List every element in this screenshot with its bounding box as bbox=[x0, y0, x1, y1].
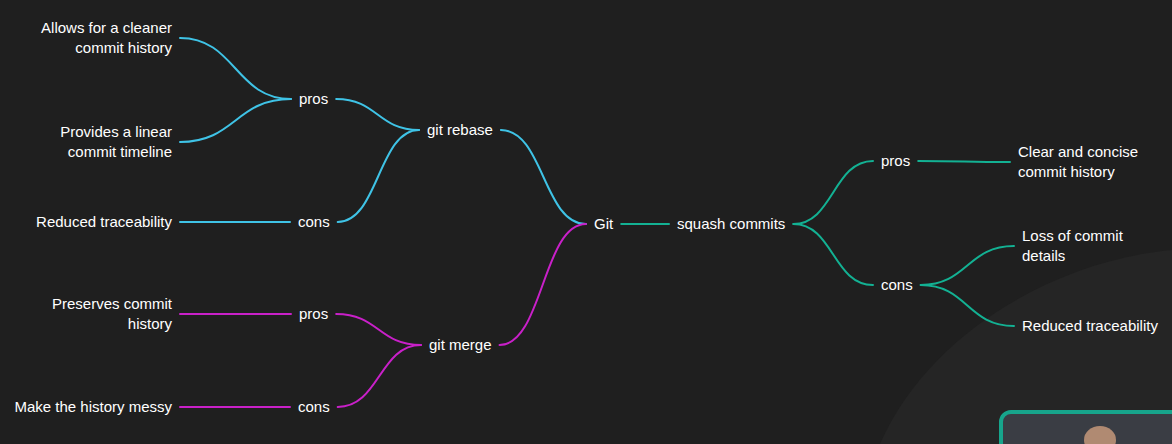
node-text: cons bbox=[298, 397, 330, 417]
branch-connector bbox=[918, 161, 1010, 162]
node-text: Clear and concise commit history bbox=[1018, 142, 1163, 182]
leaf-text: Allows for a cleaner commit history bbox=[12, 18, 172, 58]
branch-connector bbox=[338, 345, 421, 407]
branch-connector bbox=[921, 246, 1014, 285]
branch-connector bbox=[180, 221, 290, 223]
leaf-text: Reduced traceability bbox=[1022, 316, 1162, 336]
branch-label: pros bbox=[299, 89, 328, 109]
node-text: git merge bbox=[429, 335, 492, 355]
branch-connector bbox=[501, 130, 586, 224]
topic-label: git rebase bbox=[427, 120, 493, 140]
node-text: cons bbox=[298, 212, 330, 232]
node-text: Reduced traceability bbox=[1022, 316, 1162, 336]
topic-label: squash commits bbox=[677, 214, 785, 234]
node-text: pros bbox=[881, 151, 910, 171]
node-text: git rebase bbox=[427, 120, 493, 140]
webcam-frame bbox=[1001, 412, 1172, 444]
branch-connector bbox=[793, 161, 873, 224]
webcam-person bbox=[1084, 426, 1116, 444]
branch-connector bbox=[500, 224, 586, 345]
node-text: pros bbox=[299, 89, 328, 109]
leaf-text: Preserves commit history bbox=[12, 294, 172, 334]
node-text: cons bbox=[881, 275, 913, 295]
topic-label: git merge bbox=[429, 335, 492, 355]
branch-connector bbox=[921, 285, 1014, 326]
leaf-text: Make the history messy bbox=[12, 397, 172, 417]
branch-connector bbox=[336, 314, 421, 345]
branch-label: pros bbox=[299, 304, 328, 324]
branch-label: pros bbox=[881, 151, 910, 171]
branch-label: cons bbox=[298, 212, 330, 232]
node-text: Provides a linear commit timeline bbox=[12, 122, 172, 162]
branch-connector bbox=[180, 406, 290, 408]
root-label: Git bbox=[594, 214, 613, 234]
node-text: Reduced traceability bbox=[12, 212, 172, 232]
branch-connector bbox=[793, 224, 873, 285]
branch-connector bbox=[338, 130, 419, 222]
branch-connector bbox=[621, 223, 669, 225]
branch-connector bbox=[180, 313, 291, 315]
leaf-text: Clear and concise commit history bbox=[1018, 142, 1163, 182]
branch-label: cons bbox=[881, 275, 913, 295]
node-text: pros bbox=[299, 304, 328, 324]
node-text: Loss of commit details bbox=[1022, 226, 1162, 266]
node-text: squash commits bbox=[677, 214, 785, 234]
branch-connector bbox=[180, 99, 291, 142]
leaf-text: Loss of commit details bbox=[1022, 226, 1162, 266]
node-text: Git bbox=[594, 214, 613, 234]
node-text: Allows for a cleaner commit history bbox=[12, 18, 172, 58]
leaf-text: Reduced traceability bbox=[12, 212, 172, 232]
leaf-text: Provides a linear commit timeline bbox=[12, 122, 172, 162]
node-text: Preserves commit history bbox=[12, 294, 172, 334]
branch-label: cons bbox=[298, 397, 330, 417]
node-text: Make the history messy bbox=[12, 397, 172, 417]
branch-connector bbox=[180, 38, 291, 99]
branch-connector bbox=[336, 99, 419, 130]
